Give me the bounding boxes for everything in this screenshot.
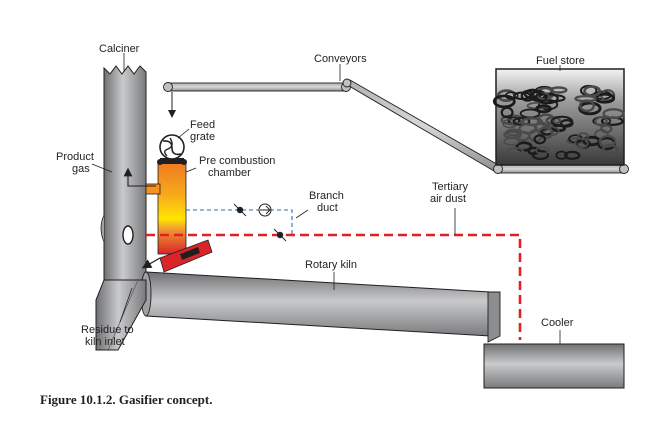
product-gas-arrow bbox=[123, 167, 156, 187]
tyre-shape bbox=[533, 134, 547, 145]
cooler bbox=[483, 343, 625, 389]
tyre-shape bbox=[583, 85, 601, 97]
branch-label: Branch bbox=[309, 190, 344, 202]
tyre-shape bbox=[602, 108, 625, 120]
tyre-shape bbox=[521, 117, 543, 127]
tyre-shape bbox=[535, 104, 552, 114]
branch-duct bbox=[186, 203, 293, 234]
tertiary-label: Tertiary bbox=[432, 181, 469, 193]
feed-grate bbox=[157, 134, 187, 165]
calciner bbox=[100, 65, 147, 281]
branch-duct-leader bbox=[295, 209, 309, 219]
pre-combustion-chamber bbox=[141, 161, 213, 273]
rotary-kiln-label: Rotary kiln bbox=[305, 259, 357, 271]
tyre-shape bbox=[574, 137, 589, 149]
conveyor-upper bbox=[163, 82, 351, 92]
tyre-shape bbox=[549, 86, 568, 94]
residue-chute bbox=[95, 279, 147, 351]
tertiary-air-duct bbox=[146, 228, 522, 340]
residue-to-label: Residue to bbox=[81, 324, 134, 336]
figure-caption: Figure 10.1.2. Gasifier concept. bbox=[40, 392, 212, 407]
tyre-shape bbox=[507, 146, 525, 156]
rotary-kiln bbox=[140, 271, 501, 343]
cooler-label: Cooler bbox=[541, 317, 574, 329]
gas-label: gas bbox=[72, 163, 90, 175]
chamber-label: chamber bbox=[208, 167, 251, 179]
tyre-shape bbox=[550, 115, 574, 127]
fuel-store-label: Fuel store bbox=[536, 55, 585, 67]
tyre-shape bbox=[535, 146, 550, 155]
tyre-shape bbox=[503, 137, 520, 146]
conveyors-label: Conveyors bbox=[314, 53, 367, 65]
feed-grate-leader bbox=[177, 128, 190, 139]
tyre-shape bbox=[577, 132, 590, 141]
residue-leader bbox=[119, 287, 133, 323]
conveyor-lower bbox=[493, 164, 629, 174]
product-label: Product bbox=[56, 151, 94, 163]
product-gas-leader bbox=[91, 163, 113, 173]
tyre-shape bbox=[594, 116, 608, 127]
tyre-shape bbox=[600, 124, 613, 134]
tyre-shape bbox=[492, 94, 516, 109]
tyre-shape bbox=[537, 92, 550, 100]
tyre-shape bbox=[534, 93, 548, 103]
calciner-label: Calciner bbox=[99, 43, 140, 55]
feed-label: Feed bbox=[190, 119, 215, 131]
fuel-store-image bbox=[492, 68, 625, 166]
tyre-shape bbox=[564, 150, 581, 161]
tyre-shape bbox=[574, 94, 597, 103]
conveyor-incline bbox=[342, 78, 501, 172]
tyre-shape bbox=[598, 135, 617, 148]
duct-label: duct bbox=[317, 202, 338, 214]
air-dust-label: air dust bbox=[430, 193, 466, 205]
pre-combustion-label: Pre combustion bbox=[199, 155, 275, 167]
kiln-inlet-label: kiln inlet bbox=[85, 336, 125, 348]
tyre-shape bbox=[555, 150, 568, 160]
grate-label: grate bbox=[190, 131, 215, 143]
tyre-shape bbox=[515, 141, 533, 152]
pre-combustion-leader bbox=[185, 167, 197, 173]
